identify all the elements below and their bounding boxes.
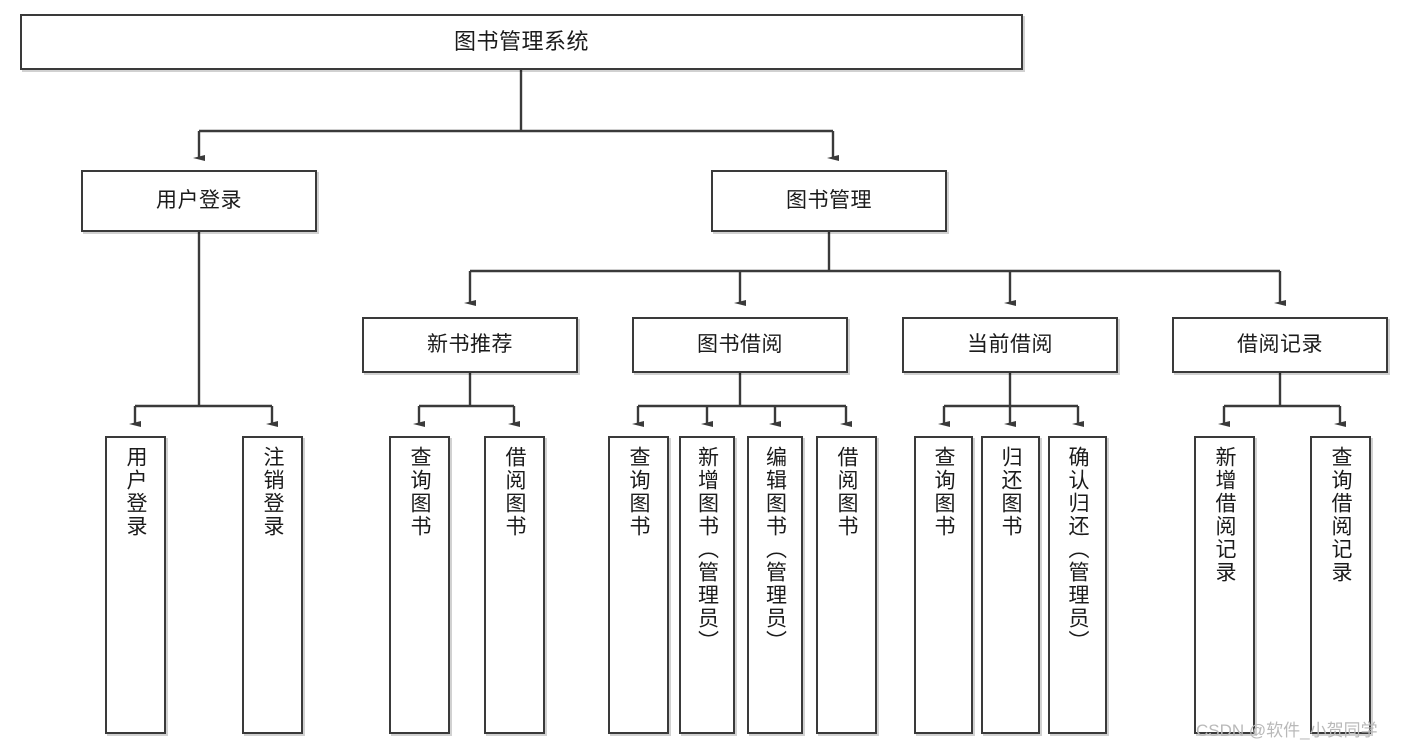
node-book-management[interactable]: 图书管理: [711, 170, 947, 232]
leaf-label: 新增借阅记录: [1213, 446, 1236, 584]
node-root-label: 图书管理系统: [453, 28, 589, 54]
leaf-label: 归还图书: [999, 446, 1022, 538]
node-book-management-label: 图书管理: [786, 189, 872, 213]
leaf-label: 编辑图书（管理员）: [763, 446, 787, 653]
leaf-user-login-logout[interactable]: 注销登录: [242, 436, 303, 734]
node-user-login-label: 用户登录: [156, 189, 242, 213]
leaf-book-borrow-edit-book-admin[interactable]: 编辑图书（管理员）: [747, 436, 803, 734]
leaf-user-login-login[interactable]: 用户登录: [105, 436, 166, 734]
leaf-new-book-borrow-book[interactable]: 借阅图书: [484, 436, 545, 734]
node-book-borrow-label: 图书借阅: [697, 333, 783, 357]
leaf-label: 新增图书（管理员）: [695, 446, 719, 653]
leaf-label: 查询图书: [627, 446, 650, 538]
node-borrow-record-label: 借阅记录: [1237, 333, 1323, 357]
node-current-borrow-label: 当前借阅: [967, 333, 1053, 357]
node-book-borrow[interactable]: 图书借阅: [632, 317, 848, 373]
node-new-book-recommend-label: 新书推荐: [427, 333, 513, 357]
leaf-label: 查询图书: [408, 446, 431, 538]
leaf-current-borrow-confirm-return-admin[interactable]: 确认归还（管理员）: [1048, 436, 1107, 734]
watermark: CSDN @软件_小贺同学: [1196, 721, 1378, 740]
leaf-current-borrow-return-book[interactable]: 归还图书: [981, 436, 1040, 734]
node-user-login[interactable]: 用户登录: [81, 170, 317, 232]
node-current-borrow[interactable]: 当前借阅: [902, 317, 1118, 373]
node-borrow-record[interactable]: 借阅记录: [1172, 317, 1388, 373]
leaf-book-borrow-add-book-admin[interactable]: 新增图书（管理员）: [679, 436, 735, 734]
leaf-current-borrow-query-book[interactable]: 查询图书: [914, 436, 973, 734]
leaf-label: 注销登录: [261, 446, 284, 538]
leaf-borrow-record-query-record[interactable]: 查询借阅记录: [1310, 436, 1371, 734]
leaf-label: 查询图书: [932, 446, 955, 538]
node-new-book-recommend[interactable]: 新书推荐: [362, 317, 578, 373]
leaf-label: 借阅图书: [503, 446, 526, 538]
leaf-label: 确认归还（管理员）: [1066, 446, 1089, 653]
leaf-label: 查询借阅记录: [1329, 446, 1352, 584]
leaf-label: 借阅图书: [835, 446, 858, 538]
node-root[interactable]: 图书管理系统: [20, 14, 1023, 70]
leaf-new-book-query-book[interactable]: 查询图书: [389, 436, 450, 734]
leaf-borrow-record-add-record[interactable]: 新增借阅记录: [1194, 436, 1255, 734]
leaf-label: 用户登录: [124, 446, 147, 538]
leaf-book-borrow-query-book[interactable]: 查询图书: [608, 436, 669, 734]
leaf-book-borrow-borrow-book[interactable]: 借阅图书: [816, 436, 877, 734]
